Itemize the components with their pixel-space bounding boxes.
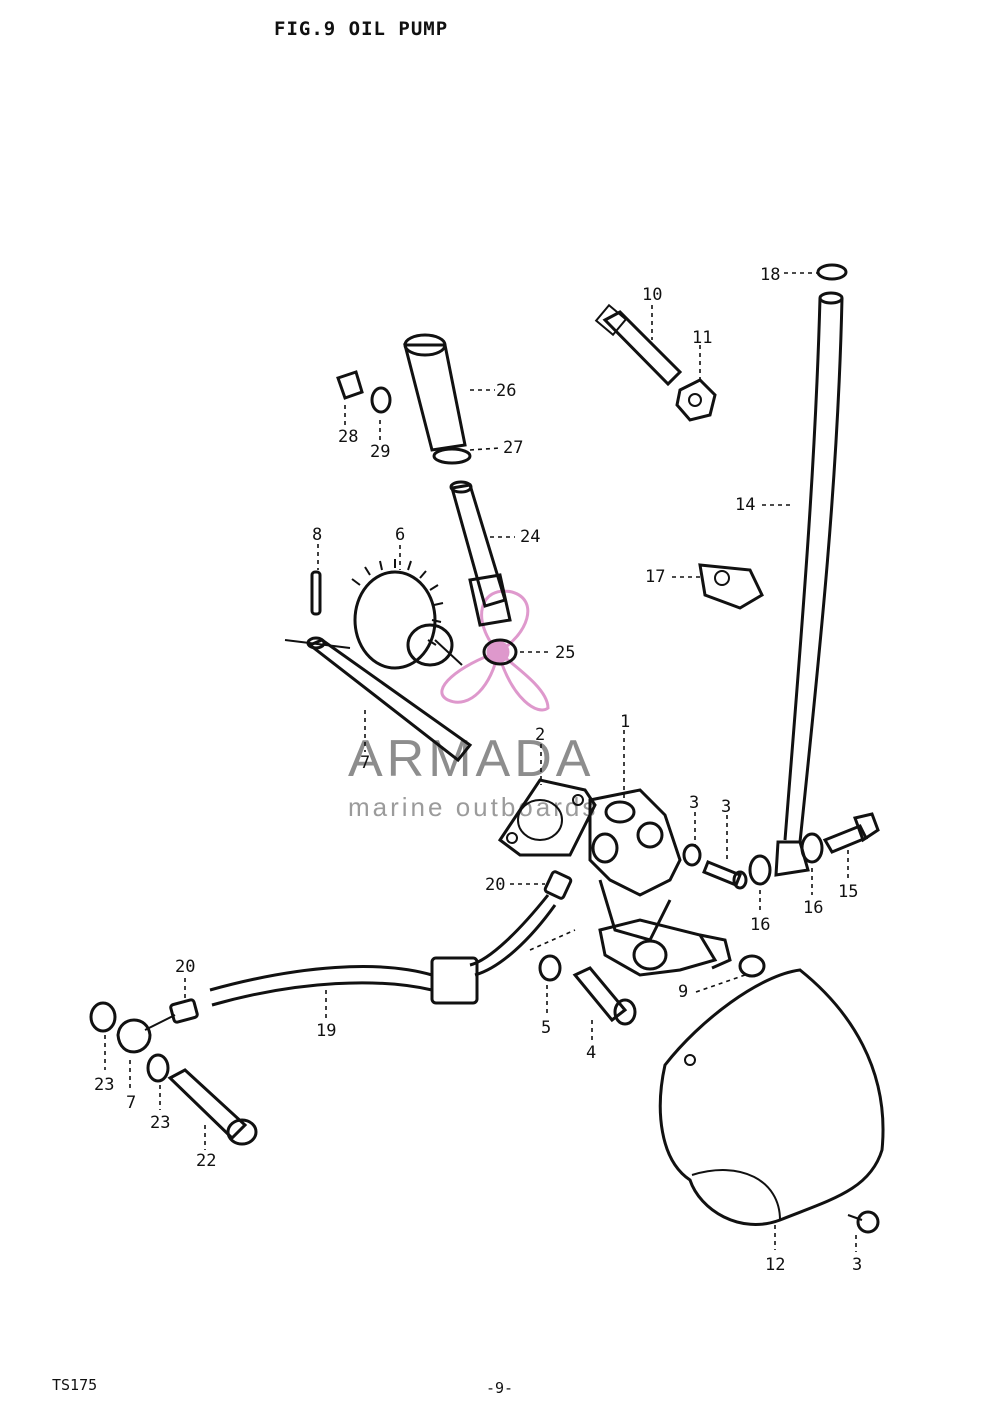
watermark-logo: ARMADA marine outboards (348, 589, 598, 822)
callout-28: 28 (338, 427, 358, 447)
callout-7b: 7 (126, 1093, 136, 1113)
part-14-oil-pipe (774, 291, 844, 877)
callout-19: 19 (316, 1021, 336, 1041)
callout-labels: 18 10 11 14 17 26 27 28 29 24 25 8 6 7 2… (94, 265, 862, 1275)
part-3-screw-a (682, 843, 702, 867)
part-10-bolt (594, 303, 683, 387)
callout-9: 9 (678, 982, 688, 1002)
part-1-oil-pump (588, 788, 732, 977)
callout-18: 18 (760, 265, 780, 285)
part-4-bolt (572, 966, 637, 1026)
part-5-washer (538, 954, 562, 982)
callout-27: 27 (503, 438, 523, 458)
part-17-clamp (698, 563, 764, 610)
part-6-gear (351, 559, 463, 670)
part-23-washer-b (146, 1053, 170, 1083)
footer-page-number: -9- (486, 1379, 514, 1397)
callout-25: 25 (555, 643, 575, 663)
callout-23b: 23 (150, 1113, 170, 1133)
part-15-union-bolt (822, 812, 880, 854)
callout-22: 22 (196, 1151, 216, 1171)
callout-24: 24 (520, 527, 540, 547)
propeller-icon (440, 589, 550, 712)
part-12-cover (658, 968, 885, 1226)
part-2-gasket (497, 778, 597, 857)
part-3-screw-b (702, 860, 748, 890)
callout-5: 5 (541, 1018, 551, 1038)
part-24-shaft (449, 480, 512, 627)
callout-23a: 23 (94, 1075, 114, 1095)
callout-26: 26 (496, 381, 516, 401)
part-7-shaft (284, 636, 473, 763)
watermark-tagline: marine outboards (348, 792, 598, 822)
watermark-brand: ARMADA (348, 730, 594, 788)
part-28-screw (336, 370, 364, 400)
callout-16a: 16 (750, 915, 770, 935)
part-22-union-bolt (167, 1068, 258, 1146)
footer-model: TS175 (52, 1376, 98, 1394)
part-9-grommet (738, 954, 766, 978)
part-29-washer (370, 386, 392, 414)
part-20-clip-b (169, 998, 199, 1024)
callout-2: 2 (535, 725, 545, 745)
callout-8: 8 (312, 525, 322, 545)
callout-4: 4 (586, 1043, 596, 1063)
part-8-pin (310, 570, 322, 616)
part-11-nut (675, 378, 717, 422)
part-16-gasket-a (748, 854, 772, 886)
part-18-clip (816, 263, 848, 281)
callout-29: 29 (370, 442, 390, 462)
part-3-screw-c (847, 1210, 880, 1234)
callout-10: 10 (642, 285, 662, 305)
part-19-oil-hose (209, 894, 557, 1007)
callout-3a: 3 (689, 793, 699, 813)
callout-1: 1 (620, 712, 630, 732)
part-25-washer (482, 638, 518, 666)
callout-17: 17 (645, 567, 665, 587)
part-23-washer-a (89, 1001, 117, 1033)
callout-6: 6 (395, 525, 405, 545)
callout-3b: 3 (721, 797, 731, 817)
callout-12: 12 (765, 1255, 785, 1275)
callout-20a: 20 (485, 875, 505, 895)
callout-11: 11 (692, 328, 712, 348)
callout-20b: 20 (175, 957, 195, 977)
part-27-o-ring (432, 447, 472, 465)
part-7-union (116, 1014, 176, 1054)
callout-14: 14 (735, 495, 755, 515)
part-16-gasket-b (800, 832, 824, 864)
callout-3c: 3 (852, 1255, 862, 1275)
callout-15: 15 (838, 882, 858, 902)
callout-7: 7 (360, 753, 370, 773)
callout-16b: 16 (803, 898, 823, 918)
part-26-cap (403, 333, 467, 452)
figure-title: FIG.9 OIL PUMP (274, 18, 449, 40)
leader-lines (104, 272, 857, 1252)
part-20-clip-a (543, 870, 573, 900)
